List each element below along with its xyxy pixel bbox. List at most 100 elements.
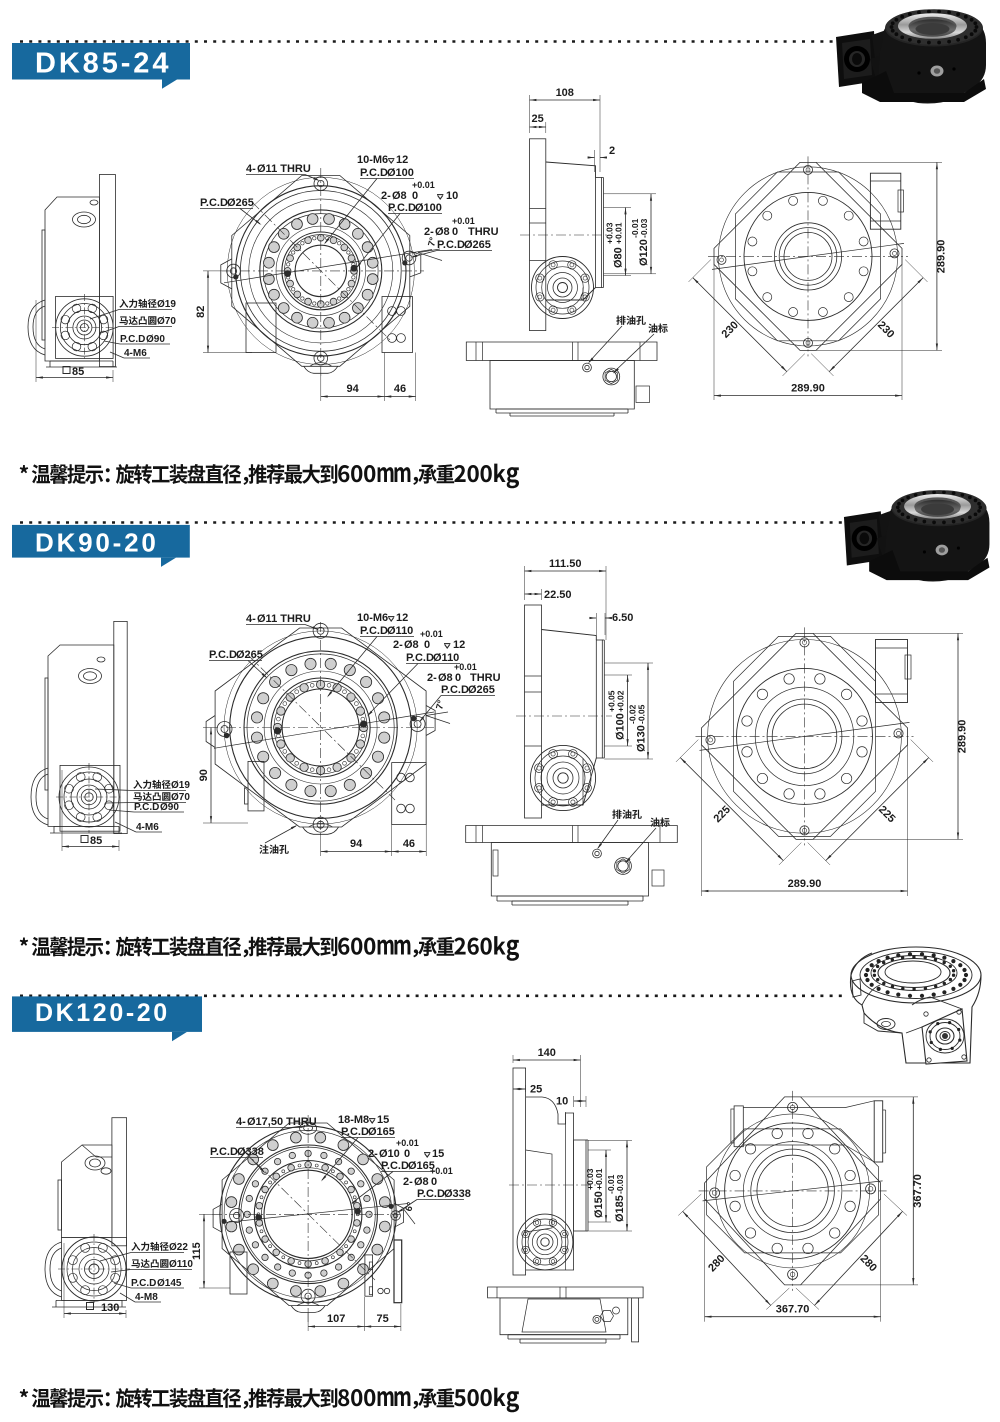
svg-text:111.50: 111.50 <box>549 558 581 570</box>
svg-text:+0.01: +0.01 <box>430 1166 453 1176</box>
svg-text:Ø150: Ø150 <box>593 1191 605 1218</box>
svg-text:0: 0 <box>412 190 418 202</box>
svg-text:46: 46 <box>394 383 406 395</box>
svg-text:140: 140 <box>538 1047 556 1059</box>
svg-text:Ø338: Ø338 <box>444 1188 471 1200</box>
svg-text:2-: 2- <box>424 226 434 238</box>
svg-text:12: 12 <box>453 639 465 651</box>
svg-text:+0.03: +0.03 <box>605 222 615 244</box>
svg-text:10: 10 <box>556 1096 568 1108</box>
svg-text:15: 15 <box>377 1114 389 1126</box>
svg-text:P.C.D: P.C.D <box>210 1146 238 1158</box>
svg-text:-0.01: -0.01 <box>630 218 640 238</box>
svg-text:P.C.D: P.C.D <box>360 625 388 637</box>
svg-text:94: 94 <box>346 383 359 395</box>
svg-text:Ø90: Ø90 <box>146 334 165 345</box>
svg-text:Ø8: Ø8 <box>392 190 407 202</box>
svg-text:46: 46 <box>403 838 415 850</box>
svg-text:+0.05: +0.05 <box>607 690 617 712</box>
svg-text:P.C.D: P.C.D <box>200 197 228 209</box>
svg-text:P.C.D: P.C.D <box>381 1160 409 1172</box>
svg-text:0: 0 <box>431 1176 437 1188</box>
svg-text:+0.01: +0.01 <box>614 222 624 244</box>
svg-text:DK90-20: DK90-20 <box>35 527 159 557</box>
svg-text:P.C.D: P.C.D <box>134 802 159 813</box>
svg-text:6°: 6° <box>403 1201 416 1213</box>
svg-text:0: 0 <box>455 672 461 684</box>
svg-text:85: 85 <box>72 366 84 378</box>
svg-text:DK85-24: DK85-24 <box>35 48 171 80</box>
svg-text:12: 12 <box>396 612 408 624</box>
svg-text:P.C.D: P.C.D <box>360 167 388 179</box>
svg-text:6.50: 6.50 <box>612 612 633 624</box>
svg-text:Ø100: Ø100 <box>415 202 442 214</box>
svg-text:+0.02: +0.02 <box>616 690 626 712</box>
svg-text:+0.01: +0.01 <box>396 1138 419 1148</box>
svg-text:0: 0 <box>404 1148 410 1160</box>
svg-text:DK120-20: DK120-20 <box>35 999 170 1027</box>
svg-text:Ø120: Ø120 <box>638 239 650 266</box>
svg-text:25: 25 <box>531 113 543 125</box>
svg-text:Ø70: Ø70 <box>157 316 176 327</box>
svg-text:-0.03: -0.03 <box>639 218 649 238</box>
svg-text:-0.02: -0.02 <box>628 704 638 724</box>
svg-text:Ø100: Ø100 <box>387 167 414 179</box>
svg-text:Ø70: Ø70 <box>171 792 190 803</box>
svg-text:115: 115 <box>191 1242 203 1260</box>
svg-text:7°: 7° <box>426 236 439 248</box>
svg-text:Ø100: Ø100 <box>615 713 627 740</box>
svg-text:10-M6: 10-M6 <box>357 154 388 166</box>
svg-text:+0.01: +0.01 <box>594 1168 604 1190</box>
svg-text:P.C.D: P.C.D <box>441 684 469 696</box>
svg-text:THRU: THRU <box>470 672 501 684</box>
svg-text:107: 107 <box>327 1313 345 1325</box>
svg-text:4-M8: 4-M8 <box>135 1292 158 1303</box>
svg-text:12: 12 <box>396 154 408 166</box>
svg-text:85: 85 <box>90 835 102 847</box>
svg-text:4-M6: 4-M6 <box>124 348 147 359</box>
svg-text:367.70: 367.70 <box>776 1304 810 1316</box>
svg-text:Ø110: Ø110 <box>433 652 459 664</box>
svg-text:Ø22: Ø22 <box>169 1242 188 1253</box>
svg-text:Ø8: Ø8 <box>435 226 450 238</box>
svg-text:Ø265: Ø265 <box>236 649 263 661</box>
svg-text:Ø8: Ø8 <box>414 1176 429 1188</box>
svg-text:P.C.D: P.C.D <box>437 239 465 251</box>
svg-text:Ø11 THRU: Ø11 THRU <box>257 163 311 175</box>
svg-text:22.50: 22.50 <box>544 589 572 601</box>
svg-text:Ø8: Ø8 <box>438 672 453 684</box>
svg-text:2-: 2- <box>427 672 437 684</box>
svg-text:+0.01: +0.01 <box>412 180 435 190</box>
svg-text:15: 15 <box>432 1148 444 1160</box>
svg-text:Ø10: Ø10 <box>379 1148 400 1160</box>
svg-text:4-: 4- <box>246 163 256 175</box>
svg-text:94: 94 <box>350 838 363 850</box>
svg-text:-0.03: -0.03 <box>615 1174 625 1194</box>
svg-text:90: 90 <box>198 769 210 781</box>
svg-text:2-: 2- <box>403 1176 413 1188</box>
svg-text:289.90: 289.90 <box>791 382 825 394</box>
svg-text:Ø338: Ø338 <box>237 1146 264 1158</box>
svg-text:Ø130: Ø130 <box>636 725 648 752</box>
svg-text:Ø80: Ø80 <box>613 247 625 268</box>
svg-text:10: 10 <box>446 190 458 202</box>
svg-text:289.90: 289.90 <box>788 878 822 890</box>
svg-text:4-: 4- <box>246 613 256 625</box>
svg-text:Ø110: Ø110 <box>169 1259 193 1270</box>
svg-text:25: 25 <box>530 1084 542 1096</box>
svg-text:108: 108 <box>556 87 574 99</box>
svg-text:P.C.D: P.C.D <box>406 652 434 664</box>
svg-text:2: 2 <box>609 145 615 157</box>
svg-text:0: 0 <box>424 639 430 651</box>
svg-text:289.90: 289.90 <box>957 720 969 754</box>
svg-text:Ø265: Ø265 <box>464 239 491 251</box>
svg-text:P.C.D: P.C.D <box>120 334 145 345</box>
svg-text:18-M8: 18-M8 <box>338 1114 369 1126</box>
svg-text:+0.01: +0.01 <box>420 629 443 639</box>
svg-text:Ø165: Ø165 <box>368 1126 395 1138</box>
svg-text:P.C.D: P.C.D <box>209 649 237 661</box>
svg-text:Ø90: Ø90 <box>160 802 179 813</box>
svg-text:Ø265: Ø265 <box>227 197 254 209</box>
svg-text:289.90: 289.90 <box>936 240 948 274</box>
svg-text:Ø165: Ø165 <box>408 1160 435 1172</box>
